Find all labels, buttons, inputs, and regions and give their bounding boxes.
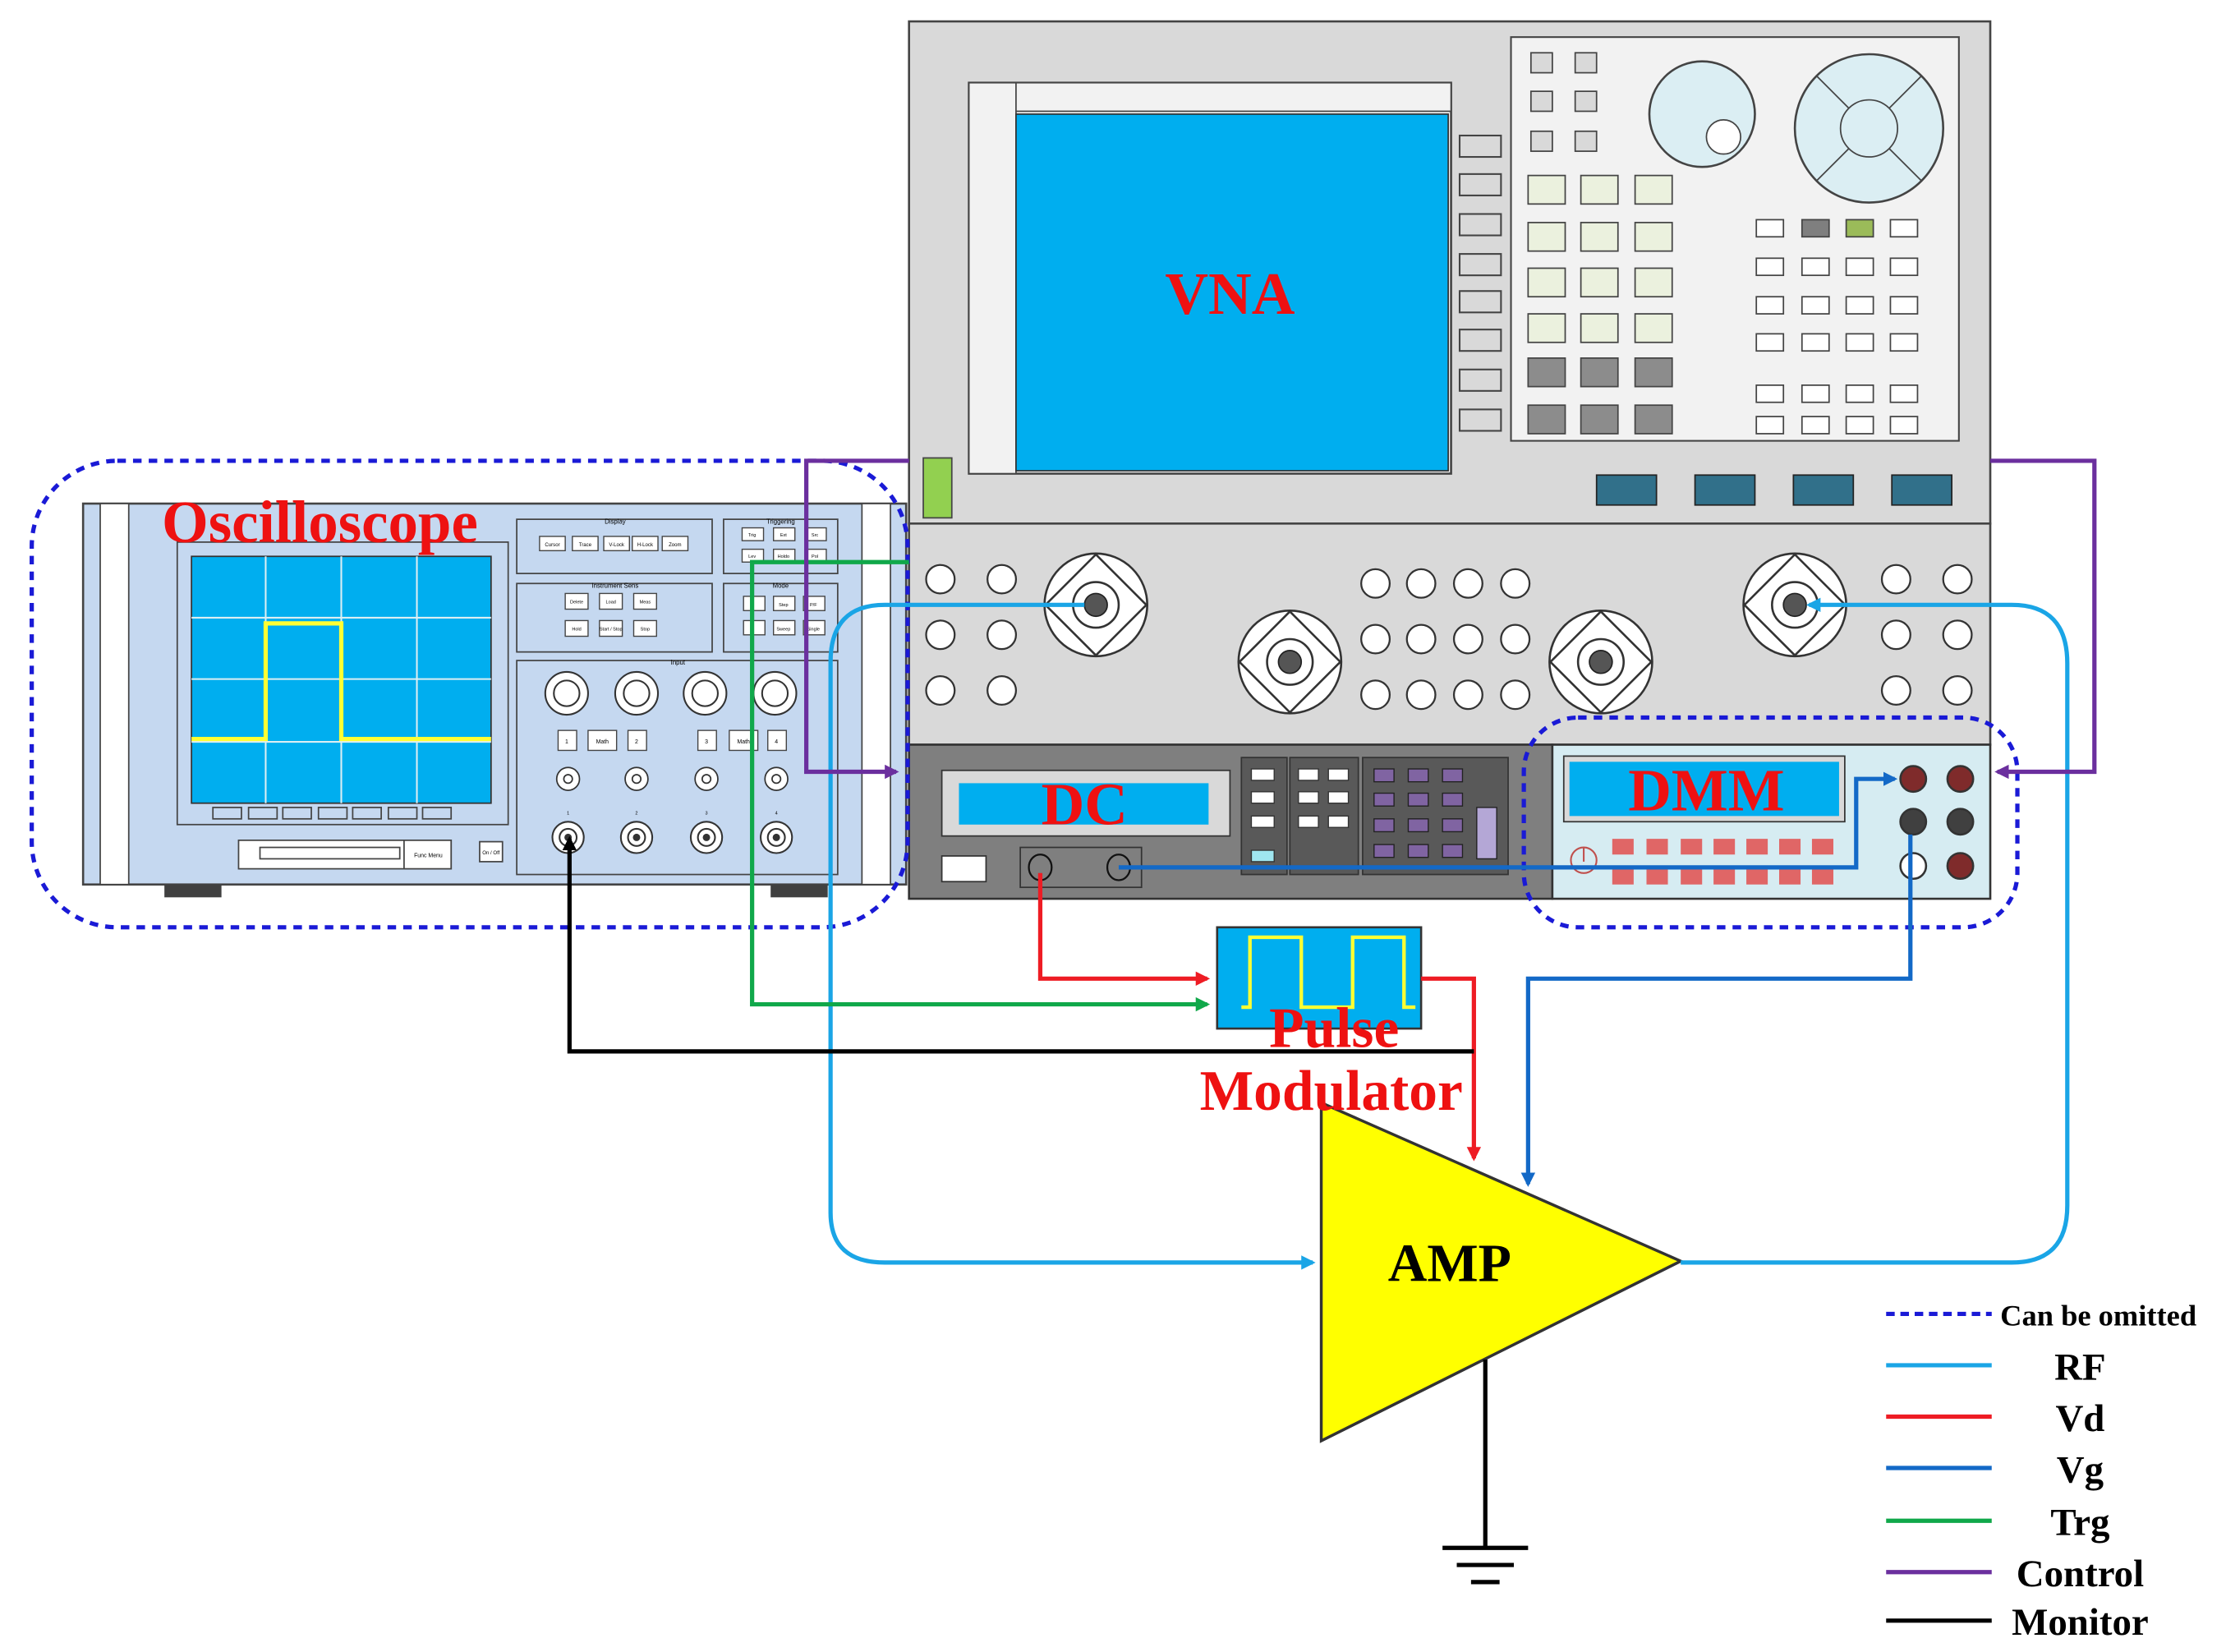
osc-display-title: Display [605, 518, 626, 525]
osc-trig-btn-4[interactable]: Lev [748, 555, 756, 559]
vna-softkeys [1458, 134, 1502, 432]
oscilloscope-instrument: Func Menu On / Off Display Cursor Trace … [81, 489, 908, 898]
osc-ch3-button[interactable]: 3 [705, 739, 708, 745]
dmm-omit-region [1521, 715, 2020, 930]
pulse-modulator [1216, 926, 1423, 1030]
dmm-power-icon[interactable] [1570, 846, 1598, 874]
vna-navigation-pad-icon[interactable] [1793, 53, 1945, 204]
osc-btn-zoom[interactable]: Zoom [669, 543, 682, 548]
legend-label-control: Control [2017, 1553, 2144, 1595]
vd-cable-dc-to-modulator [1037, 872, 1211, 987]
osc-btn-vlock[interactable]: V-Lock [609, 543, 625, 548]
legend-label-rf: RF [2054, 1346, 2105, 1388]
legend-label-omit: Can be omitted [2000, 1299, 2196, 1332]
amp-label: AMP [1388, 1233, 1511, 1293]
legend-label-vd: Vd [2055, 1397, 2104, 1440]
osc-ch1-label: 1 [567, 812, 569, 817]
amplifier: AMP [1319, 1100, 1685, 1443]
monitor-cable [562, 835, 1474, 1054]
osc-mode-title: Mode [773, 582, 789, 589]
osc-trig-btn-6[interactable]: Pol [812, 555, 818, 559]
rf-output-cable [1681, 597, 2070, 1265]
osc-triggering-title: Triggering [766, 518, 795, 525]
osc-input-title: Input [671, 659, 686, 666]
legend: Can be omitted RF Vd Vg Trg Control Moni… [1886, 1299, 2196, 1644]
osc-meas-btn-3[interactable]: Meas [640, 601, 651, 605]
control-cable-left [804, 458, 909, 780]
osc-btn-trace[interactable]: Trace [579, 543, 592, 548]
dmm-instrument: DMM [1551, 743, 1992, 900]
vna-port3-connector-icon[interactable] [1237, 609, 1343, 715]
osc-mode-btn-5[interactable]: Sweep [776, 628, 790, 633]
osc-mode-btn-3[interactable]: P/F [810, 603, 817, 608]
osc-meas-btn-1[interactable]: Delete [570, 601, 583, 605]
pulse-modulator-label-2: Modulator [1200, 1060, 1463, 1123]
dmm-label: DMM [1628, 757, 1784, 823]
oscilloscope-omit-region [30, 458, 910, 930]
osc-trig-btn-2[interactable]: Ext [780, 533, 787, 538]
osc-onoff-button[interactable]: On / Off [482, 851, 499, 856]
osc-math-button-1[interactable]: Math [596, 739, 609, 745]
dc-label: DC [1042, 771, 1128, 838]
vg-cable-dc-to-dmm [1118, 771, 1898, 870]
vna-knob-icon[interactable] [1648, 60, 1756, 168]
legend-label-vg: Vg [2057, 1448, 2104, 1491]
vna-function-keys [1755, 219, 1919, 435]
rf-input-cable [828, 602, 1316, 1270]
osc-ch2-label: 2 [635, 812, 637, 817]
osc-trig-btn-1[interactable]: Trig [748, 533, 756, 538]
osc-meas-btn-2[interactable]: Load [606, 601, 616, 605]
osc-btn-cursor[interactable]: Cursor [545, 543, 559, 548]
legend-label-trg: Trg [2050, 1502, 2109, 1544]
osc-mode-btn-2[interactable]: Step [779, 603, 788, 608]
control-cable-right [1990, 458, 2097, 780]
vna-port4-connector-icon[interactable] [1548, 609, 1653, 715]
pulse-modulator-label-1: Pulse [1269, 997, 1399, 1061]
osc-meas-btn-4[interactable]: Hold [572, 628, 581, 633]
vna-label: VNA [1165, 260, 1295, 327]
dmm-terminals[interactable] [1899, 765, 1975, 881]
legend-label-monitor: Monitor [2012, 1601, 2149, 1644]
dmm-keys [1612, 839, 1833, 885]
osc-ch4-label: 4 [775, 812, 778, 817]
vna-jacks [925, 564, 1973, 711]
vna-instrument: VNA [908, 20, 1992, 746]
osc-math-button-2[interactable]: Math [737, 739, 750, 745]
osc-trig-btn-5[interactable]: Holdo [778, 555, 790, 559]
vna-small-keys [1529, 52, 1598, 152]
vd-cable-modulator-to-amp [1421, 976, 1482, 1162]
oscilloscope-label: Oscilloscope [162, 489, 478, 555]
osc-btn-hlock[interactable]: H-Lock [637, 543, 654, 548]
osc-ch3-label: 3 [706, 812, 708, 817]
vna-power-button[interactable] [922, 457, 953, 519]
osc-mode-btn-6[interactable]: Single [807, 628, 820, 633]
oscilloscope-screen [191, 555, 492, 804]
oscilloscope-trace [191, 621, 491, 742]
dc-power-button[interactable] [941, 855, 987, 883]
osc-measure-title: Instrument Sens [592, 582, 639, 589]
osc-meas-btn-6[interactable]: Stop [641, 628, 650, 633]
osc-channel-knobs[interactable] [544, 670, 798, 716]
trigger-cable [750, 559, 1211, 1012]
dc-supply: DC [908, 743, 1554, 900]
dc-display [959, 783, 1209, 825]
osc-ch1-button[interactable]: 1 [565, 739, 568, 745]
osc-trig-btn-3[interactable]: Src [812, 533, 819, 538]
vg-cable-dmm-to-amp [1520, 834, 1913, 1187]
osc-ch4-button[interactable]: 4 [775, 739, 778, 745]
vna-screen [1015, 113, 1449, 472]
osc-meas-btn-5[interactable]: Start / Stop [600, 628, 623, 633]
osc-func-menu-button[interactable]: Func Menu [414, 854, 443, 859]
vna-port-buttons [1595, 474, 1952, 506]
ground-icon [1442, 1359, 1529, 1585]
dmm-display [1569, 762, 1839, 817]
vna-keypad [1527, 174, 1673, 435]
osc-ch2-button[interactable]: 2 [635, 739, 638, 745]
